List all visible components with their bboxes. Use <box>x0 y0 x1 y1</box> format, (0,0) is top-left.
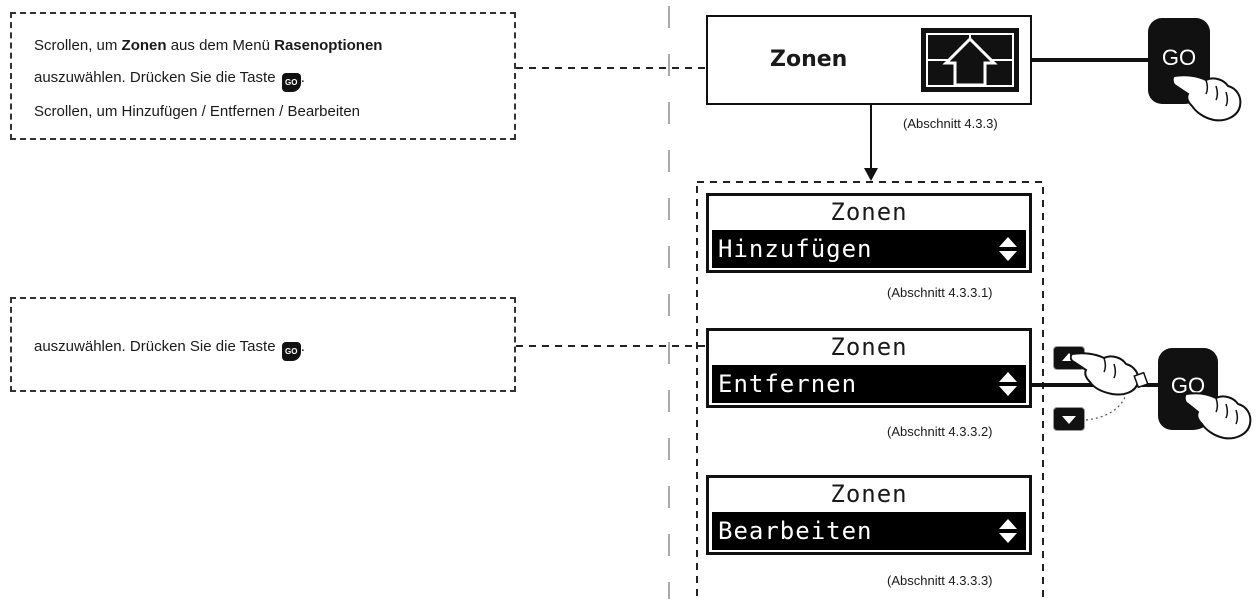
instruction-line-3: Scrollen, um Hinzufügen / Entfernen / Be… <box>34 103 361 120</box>
instruction-box-select: auszuwählen. Drücken Sie die Taste GO. <box>10 297 516 392</box>
screen-title: Zonen <box>830 480 908 508</box>
screen-title: Zonen <box>830 333 908 361</box>
instruction-text: . <box>300 338 305 355</box>
selected-item-label: Hinzufügen <box>718 235 873 263</box>
remove-reference: (Abschnitt 4.3.3.2) <box>887 424 993 439</box>
instruction-text: auszuwählen. Drücken Sie die Taste <box>34 69 276 86</box>
down-arrow-button-icon <box>1053 407 1085 431</box>
selected-item: Bearbeiten <box>712 512 1026 550</box>
go-button-icon: GO <box>281 342 301 361</box>
up-down-arrows-icon <box>999 519 1017 543</box>
selected-item-label: Bearbeiten <box>718 517 873 545</box>
go-button: GO <box>1148 18 1210 104</box>
instruction-line-2: auszuwählen. Drücken Sie die Taste GO. <box>34 68 305 92</box>
menu-term-rasenoptionen: Rasenoptionen <box>274 37 383 54</box>
up-down-arrows-icon <box>999 372 1017 396</box>
screen-remove: Zonen Entfernen <box>706 328 1032 408</box>
instruction-text: Scrollen, um <box>34 37 122 54</box>
pointing-hand-icon <box>1171 74 1242 122</box>
pointing-hand-icon <box>1070 352 1149 396</box>
instruction-line-1: auszuwählen. Drücken Sie die Taste GO. <box>34 337 305 361</box>
screen-title: Zonen <box>830 198 908 226</box>
add-reference: (Abschnitt 4.3.3.1) <box>887 285 993 300</box>
house-grid-icon <box>921 28 1019 92</box>
instruction-box-zones: Scrollen, um Zonen aus dem Menü Rasenopt… <box>10 12 516 140</box>
screen-edit: Zonen Bearbeiten <box>706 475 1032 555</box>
selected-item: Hinzufügen <box>712 230 1026 268</box>
instruction-line-1: Scrollen, um Zonen aus dem Menü Rasenopt… <box>34 36 382 56</box>
instruction-text: aus dem Menü <box>166 37 275 54</box>
selected-item: Entfernen <box>712 365 1026 403</box>
screen-add: Zonen Hinzufügen <box>706 193 1032 273</box>
pointing-hand-icon <box>1183 392 1252 440</box>
instruction-text: . <box>300 69 305 86</box>
zones-card-label: Zonen <box>770 47 848 72</box>
go-button-icon: GO <box>281 73 301 92</box>
zones-reference: (Abschnitt 4.3.3) <box>903 116 998 131</box>
up-down-arrows-icon <box>999 237 1017 261</box>
menu-term-zonen: Zonen <box>121 37 167 54</box>
selected-item-label: Entfernen <box>718 370 858 398</box>
zones-menu-card: Zonen <box>706 15 1032 105</box>
instruction-text: auszuwählen. Drücken Sie die Taste <box>34 338 276 355</box>
edit-reference: (Abschnitt 4.3.3.3) <box>887 573 993 588</box>
